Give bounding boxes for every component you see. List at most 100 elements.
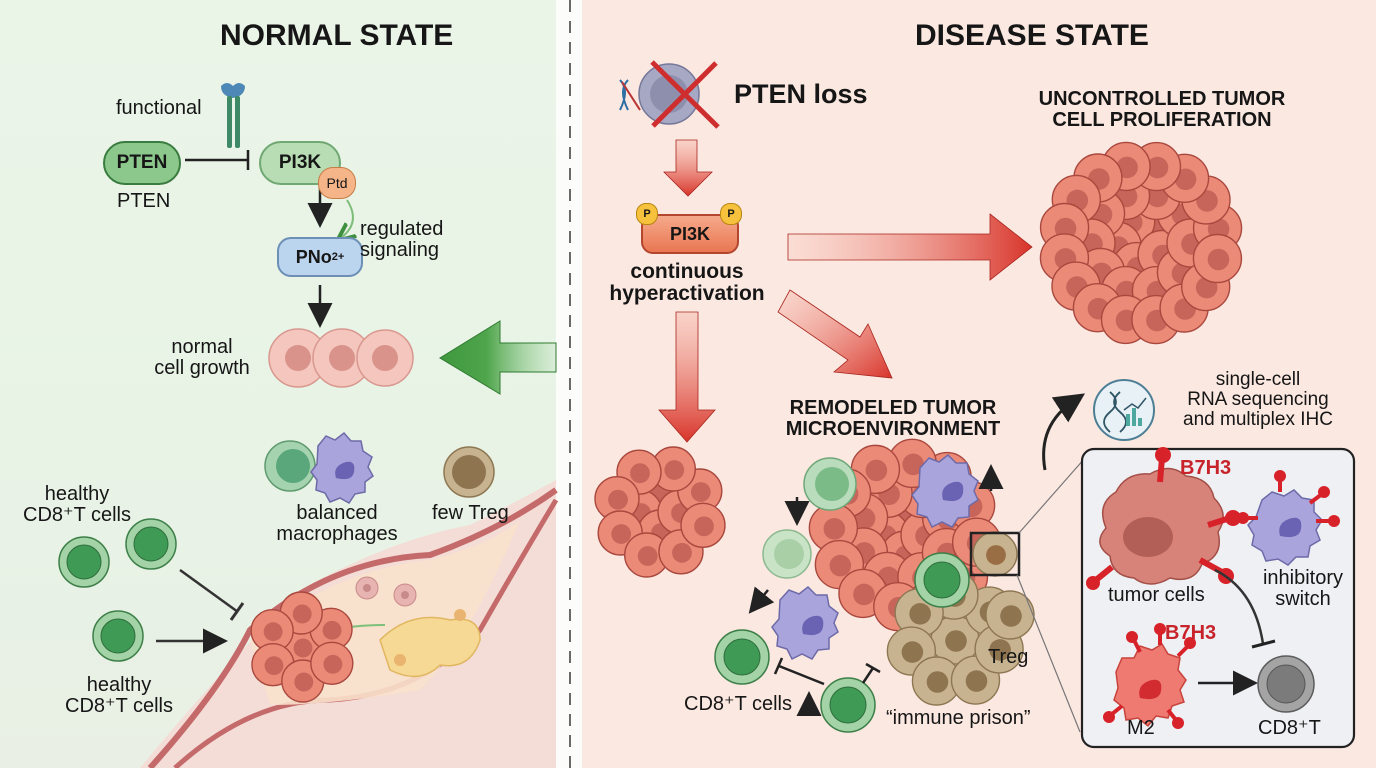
cd8-inhibit-bar: [229, 602, 245, 621]
tumor-cell-nucleus: [293, 638, 313, 658]
cd8-inhibit-line: [179, 568, 239, 614]
hyper-line-1: continuous: [630, 260, 744, 283]
tumor-cell-nucleus: [264, 656, 284, 676]
pno-superscript: 2+: [331, 251, 345, 263]
tme-heading: REMODELED TUMOR MICROENVIRONMENT: [768, 398, 1018, 440]
big-green-arrow: [439, 320, 557, 395]
tumor-cell-nucleus: [664, 460, 685, 480]
disease-state-title: DISEASE STATE: [915, 19, 1149, 52]
pten-loss-label: PTEN loss: [734, 79, 868, 109]
tumor-cell-nucleus: [1207, 248, 1230, 271]
tme-cd8-label: CD8⁺T cells: [684, 693, 792, 715]
panel-divider: [569, 0, 571, 768]
regulated-curve-arrow: [342, 199, 353, 237]
pten-loss-icon: [619, 60, 720, 129]
b7h3-label-tumor: B7H3: [1180, 457, 1232, 479]
tumor-cell-nucleus: [1174, 168, 1197, 191]
tumor-cell-nucleus: [637, 546, 658, 566]
tumor-cell-nucleus: [1146, 156, 1169, 179]
b7h3-m2-macrophage: [1103, 623, 1196, 729]
cd8-top-line-1: healthy: [44, 483, 110, 505]
method-line-2: RNA sequencing: [1187, 388, 1329, 410]
balanced-macrophages-label: balanced macrophages: [262, 503, 412, 545]
tumor-cell-nucleus: [902, 453, 924, 476]
hyperactivation-label: continuous hyperactivation: [602, 260, 772, 306]
receptor-icon: [221, 83, 245, 148]
phospho-badge-left: P: [636, 203, 658, 225]
tumor-cell-nucleus: [611, 524, 632, 544]
hyper-line-2: hyperactivation: [609, 282, 765, 306]
ptd-badge: Ptd: [318, 167, 356, 199]
treg-cell-nucleus: [901, 641, 924, 663]
proliferation-tumor-cluster: [1039, 141, 1243, 345]
zoom-highlight-box: [969, 531, 1021, 577]
pten-node: PTEN: [103, 141, 181, 185]
cd8-top-line-2: CD8⁺T cells: [23, 504, 131, 526]
b7h3-label-m2: B7H3: [1165, 622, 1217, 644]
inset-cd8-label: CD8⁺T: [1258, 717, 1321, 739]
tumor-cell-nucleus: [823, 518, 846, 540]
pten-caption: PTEN: [117, 190, 171, 212]
macrophage-line-1: balanced: [296, 502, 378, 524]
b7h3-macrophage: [1237, 470, 1340, 566]
switch-line-1: inhibitory: [1262, 567, 1344, 589]
zoom-connector-top: [1018, 457, 1086, 534]
treg-cell-nucleus: [1000, 605, 1022, 627]
inhibitory-switch-line: [1214, 568, 1265, 645]
tme-cd8-cells: [714, 552, 970, 733]
regulated-signaling-label: regulated signaling: [360, 219, 443, 261]
tme-immune-cells: [762, 454, 979, 661]
regulated-line-1: regulated: [360, 218, 444, 240]
inset-cd8-t-cell: [1257, 655, 1315, 713]
tme-small-arrows: [748, 464, 1004, 716]
tumor-cell-nucleus: [294, 672, 314, 692]
tumor-cell-nucleus: [672, 542, 692, 563]
functional-label: functional: [116, 97, 202, 119]
tumor-cell-nucleus: [853, 583, 875, 606]
normal-growth-label: normal cell growth: [142, 337, 262, 379]
cd8-bottom-line-2: CD8⁺T cells: [65, 695, 173, 717]
zoom-connector-bottom: [1016, 574, 1081, 733]
tumor-cell-nucleus: [263, 622, 283, 642]
proliferation-heading: UNCONTROLLED TUMOR CELL PROLIFERATION: [1010, 89, 1314, 131]
lower-tumor-cluster: [594, 446, 726, 578]
tumor-cell-nucleus: [829, 554, 852, 577]
tumor-cell-nucleus: [865, 459, 888, 482]
cd8-bottom-label: healthy CD8⁺T cells: [64, 675, 174, 717]
immune-prison-label: “immune prison”: [886, 707, 1031, 729]
tme-line-1: REMODELED TUMOR: [789, 397, 997, 419]
sequencing-icon: [1093, 379, 1155, 441]
treg-cell-nucleus: [965, 670, 988, 692]
loss-to-pi3k-arrow: [663, 139, 713, 197]
tumor-cell-nucleus: [323, 654, 343, 674]
treg-cell-nucleus: [926, 671, 949, 693]
cd8-bottom-line-1: healthy: [86, 674, 152, 696]
phospho-badge-right: P: [720, 203, 742, 225]
growth-line-2: cell growth: [154, 357, 250, 379]
pno-label: PNo: [295, 246, 332, 267]
tumor-cell-nucleus: [322, 620, 342, 640]
growth-line-1: normal: [171, 336, 233, 358]
treg-cell-nucleus: [945, 630, 967, 652]
treg-cell-nucleus: [989, 639, 1011, 661]
tumor-cells-label: tumor cells: [1108, 584, 1205, 606]
few-treg-cell: [443, 446, 495, 498]
normal-tumor-cluster: [250, 591, 354, 703]
treg-label: Treg: [988, 646, 1029, 668]
prolif-line-1: UNCONTROLLED TUMOR: [1038, 88, 1286, 110]
methods-label: single-cell RNA sequencing and multiplex…: [1158, 370, 1358, 430]
cd8-top-label: healthy CD8⁺T cells: [22, 484, 132, 526]
macrophage-line-2: macrophages: [276, 523, 398, 545]
normal-state-title: NORMAL STATE: [220, 19, 454, 52]
to-proliferation-arrow: [787, 213, 1033, 281]
treg-cell-nucleus: [909, 603, 931, 625]
normal-cells: [268, 328, 414, 388]
tumor-cell-nucleus: [694, 516, 714, 537]
inhibitory-switch-label: inhibitory switch: [1258, 568, 1348, 610]
tumor-cell-nucleus: [1146, 185, 1169, 208]
few-treg-label: few Treg: [432, 502, 509, 524]
prolif-line-2: CELL PROLIFERATION: [1052, 109, 1272, 131]
switch-line-2: switch: [1275, 588, 1331, 610]
